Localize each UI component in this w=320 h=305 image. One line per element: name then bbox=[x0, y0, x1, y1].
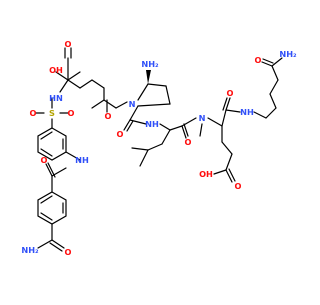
label-oh-top: OH bbox=[49, 65, 63, 75]
label-o-s-right: O bbox=[68, 108, 75, 118]
label-o-benzamide: O bbox=[41, 155, 48, 165]
label-o-leu: O bbox=[185, 137, 192, 147]
label-hn-sulfonamide: HN bbox=[49, 93, 63, 103]
label-nh2-benzamide: NH₂ bbox=[21, 245, 39, 255]
label-o-glu-acid: O bbox=[235, 181, 242, 191]
label-o-benzamide2: O bbox=[65, 247, 72, 257]
label-nh2-ring: NH₂ bbox=[141, 59, 159, 69]
label-o-pentyl-amide: O bbox=[255, 55, 262, 65]
label-o-pyrrolidine-carbonyl: O bbox=[105, 111, 112, 121]
label-s: S bbox=[49, 108, 55, 118]
label-oh-glu: OH bbox=[199, 169, 213, 179]
label-nh-leu: NH bbox=[145, 119, 159, 129]
structure-svg: OH O HN S O O NH O NH₂ O N O NH₂ O NH O … bbox=[21, 39, 297, 257]
label-n-pyrrolidine: N bbox=[129, 99, 136, 109]
label-o-glu-amide: O bbox=[227, 88, 234, 98]
label-o-top-acid: O bbox=[65, 39, 72, 49]
label-o-s-left: O bbox=[30, 108, 37, 118]
label-nh-anilide: NH bbox=[75, 155, 89, 165]
label-o-prolyl-amide: O bbox=[117, 129, 124, 139]
label-nh2-pentyl: NH₂ bbox=[279, 49, 297, 59]
label-nh-pentyl: NH bbox=[240, 107, 254, 117]
label-n-methyl: N bbox=[199, 113, 206, 123]
bond-lines bbox=[35, 47, 283, 252]
molecule-diagram: OH O HN S O O NH O NH₂ O N O NH₂ O NH O … bbox=[21, 39, 297, 257]
atom-labels: OH O HN S O O NH O NH₂ O N O NH₂ O NH O … bbox=[21, 39, 297, 257]
